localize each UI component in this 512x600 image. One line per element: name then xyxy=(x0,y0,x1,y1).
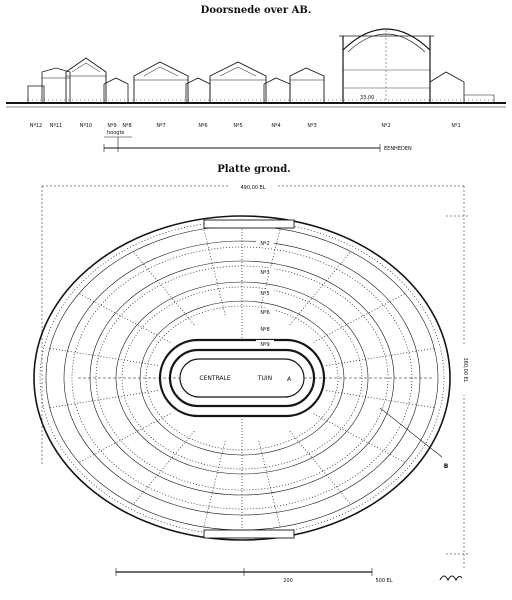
section-line-b xyxy=(379,407,443,458)
radial-avenue xyxy=(132,430,195,505)
radial-avenue xyxy=(49,347,158,366)
centre-label-left: CENTRALE xyxy=(199,375,231,382)
radial-avenue xyxy=(326,347,435,366)
pavilion-label-12: Nº12 xyxy=(30,123,42,129)
pavilion-label-2: Nº2 xyxy=(381,123,390,129)
pavilion-label-3: Nº3 xyxy=(307,123,316,129)
plan-height-dimension: 380,00 EL xyxy=(462,357,468,382)
section-scale-unit: EENHEDEN xyxy=(384,146,412,152)
height-dim-mask xyxy=(459,345,469,395)
radial-avenue xyxy=(78,293,171,343)
plan-width-dimension: 490,00 EL xyxy=(240,185,265,191)
north-gate xyxy=(203,219,295,229)
ring-label-8: Nº8 xyxy=(260,327,269,333)
ring-label-3: Nº3 xyxy=(260,270,269,276)
centre-label-mask-right xyxy=(254,371,276,381)
pavilion-label-4: Nº4 xyxy=(271,123,280,129)
pavilion-label-11: Nº11 xyxy=(50,123,62,129)
plan-radial-avenues xyxy=(49,226,435,530)
width-dim-mask xyxy=(228,181,278,191)
radial-avenue xyxy=(132,251,195,326)
ring-label-mask xyxy=(256,268,274,276)
plan-scale-mid: 200 xyxy=(283,578,293,584)
pavilion-labels: Nº12 Nº11 Nº10 Nº9 Nº8 Nº7 Nº6 Nº5 Nº4 N… xyxy=(30,123,461,129)
centre-label-right: TUIN xyxy=(257,375,272,382)
radial-avenue xyxy=(313,293,406,343)
ring-label-mask xyxy=(256,340,274,348)
radial-avenue xyxy=(78,413,171,463)
ring-label-6: Nº6 xyxy=(260,310,269,316)
ring-label-mask xyxy=(256,239,274,247)
plan-scale-bar xyxy=(115,568,373,576)
pavilion-label-7: Nº7 xyxy=(156,123,165,129)
pavilion-label-8: Nº8 xyxy=(122,123,131,129)
plan-scale-end: 500 EL xyxy=(375,578,392,584)
pavilion-label-10: Nº10 xyxy=(80,123,92,129)
radial-avenue xyxy=(289,430,352,505)
radial-avenue xyxy=(326,390,435,409)
ring-labels: Nº2 Nº3 Nº5 Nº6 Nº8 Nº9 xyxy=(256,239,274,348)
centre-label-mask-left xyxy=(194,371,236,381)
ring-label-mask xyxy=(256,289,274,297)
engraver-monogram xyxy=(439,575,463,582)
pavilion-label-5: Nº5 xyxy=(233,123,242,129)
pavilion-label-9: Nº9 xyxy=(107,123,116,129)
section-title: Doorsnede over AB. xyxy=(201,5,312,16)
ring-label-5: Nº5 xyxy=(260,291,269,297)
pavilion-label-6: Nº6 xyxy=(198,123,207,129)
height-scale-label: hoogte xyxy=(107,130,125,136)
central-garden xyxy=(158,338,326,418)
radial-avenue xyxy=(313,413,406,463)
point-b-label: B xyxy=(444,463,449,470)
ring-label-2: Nº2 xyxy=(260,241,269,247)
ring-label-mask xyxy=(256,325,274,333)
point-a-label: A xyxy=(286,376,291,383)
pavilion-label-1: Nº1 xyxy=(451,123,460,129)
plan-title: Platte grond. xyxy=(217,164,291,175)
radial-avenue xyxy=(289,251,352,326)
plan-ring-7 xyxy=(95,265,389,491)
radial-avenue xyxy=(49,390,158,409)
plan-gates xyxy=(203,219,295,539)
section-dimension: 33,00 xyxy=(360,95,374,101)
section-drawing xyxy=(6,28,506,108)
ring-label-mask xyxy=(256,308,274,316)
plan-ring-1 xyxy=(33,215,451,541)
section-scale-bar xyxy=(103,136,381,152)
ring-label-9: Nº9 xyxy=(260,342,269,348)
south-gate xyxy=(203,529,295,539)
